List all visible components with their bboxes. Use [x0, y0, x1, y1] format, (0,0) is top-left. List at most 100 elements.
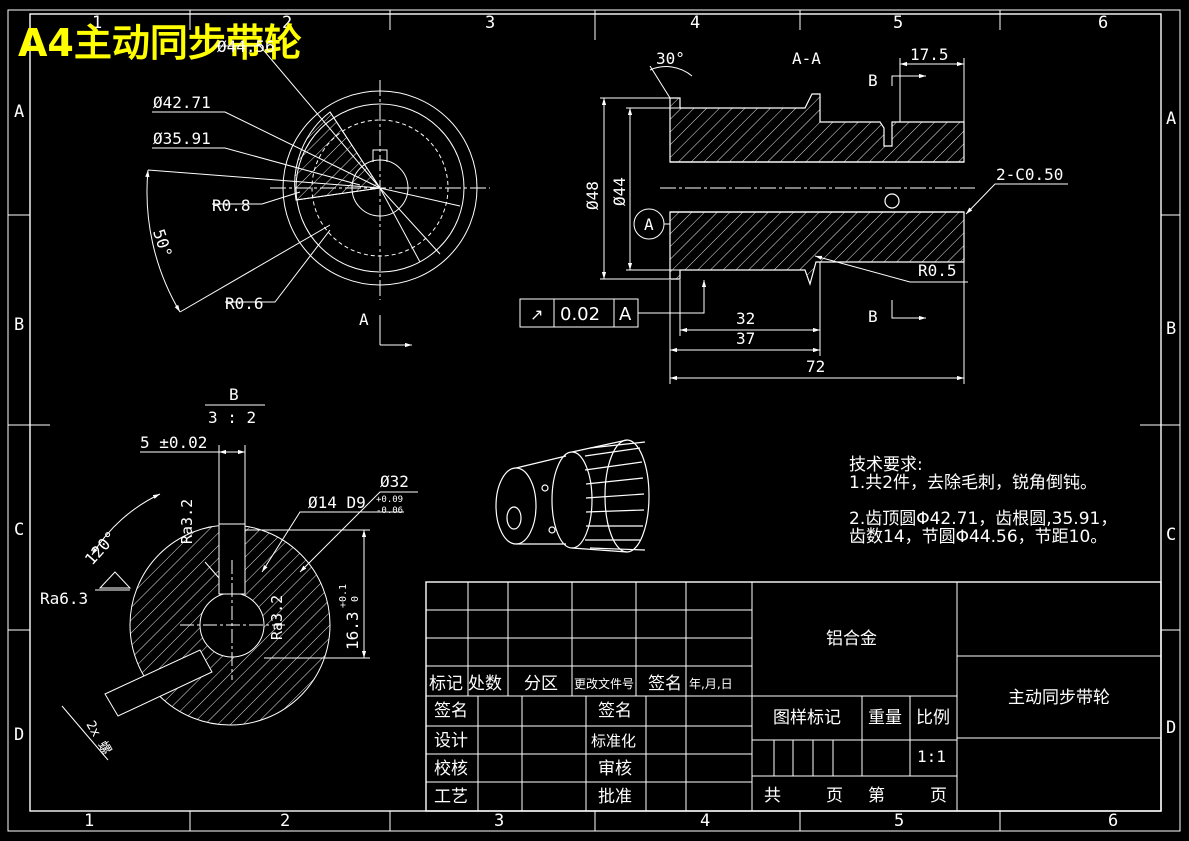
dim-72: 72 — [806, 357, 825, 376]
roughness-outer: Ra6.3 — [40, 589, 88, 608]
zone-top-2: 2 — [282, 13, 292, 33]
scale-label: 比例 — [916, 708, 950, 728]
section-b-top: B — [868, 71, 878, 90]
scale-value: 1:1 — [917, 747, 946, 766]
section-mark-a: A — [359, 310, 369, 329]
row-standard: 标准化 — [591, 732, 636, 750]
lower-section — [669, 211, 965, 286]
zone-bottom-5: 5 — [894, 811, 904, 831]
dim-tip-radius: R0.8 — [212, 196, 251, 215]
material: 铝合金 — [826, 629, 877, 649]
front-view — [145, 45, 490, 348]
section-dimensions — [519, 58, 1068, 384]
roughness-bottom: Ra3.2 — [268, 595, 286, 640]
col-sign: 签名 — [648, 674, 682, 694]
dim-pitch-diameter: Ø44.56 — [217, 37, 275, 56]
row-design: 设计 — [434, 731, 468, 751]
front-view-labels: Ø44.56 Ø42.71 Ø35.91 R0.8 R0.6 50° A — [149, 37, 369, 329]
detail-view — [61, 404, 418, 761]
section-view — [660, 93, 975, 286]
dim-tip-diameter: Ø42.71 — [153, 93, 211, 112]
row-review: 审核 — [598, 759, 632, 779]
pages-current: 第 — [868, 786, 885, 806]
zone-bottom-2: 2 — [280, 811, 290, 831]
zone-right-b: B — [1166, 319, 1176, 339]
dim-17-5: 17.5 — [910, 45, 949, 64]
zone-left-b: B — [14, 315, 24, 335]
keyway-slot — [218, 523, 246, 595]
pulley-3d-view — [495, 439, 650, 553]
detail-name: B — [229, 385, 239, 404]
section-title: A-A — [792, 49, 821, 68]
tech-line-3: 齿数14，节圆Φ44.56，节距10。 — [849, 527, 1107, 547]
col-mark: 标记 — [429, 674, 463, 694]
title-block — [425, 581, 1162, 812]
zone-bottom-4: 4 — [700, 811, 710, 831]
detail-scale: 3 : 2 — [208, 408, 256, 427]
zone-labels: 1 2 3 4 5 6 1 2 3 4 5 6 A B C D A B C D — [14, 13, 1176, 831]
depth-tol-lower: 0 — [350, 596, 361, 602]
dim-keyway-width: 5 ±0.02 — [140, 433, 207, 452]
row-process: 工艺 — [434, 787, 468, 807]
col-count: 处数 — [468, 674, 502, 694]
zone-right-d: D — [1166, 718, 1176, 738]
depth-tol-upper: +0.1 — [338, 584, 349, 608]
dim-outer-diameter: Ø48 — [583, 181, 602, 210]
zone-right-c: C — [1166, 525, 1176, 545]
bore-tol-lower: -0.06 — [376, 506, 403, 516]
row-check: 校核 — [434, 759, 468, 779]
tolerance-symbol: ↗ — [530, 305, 543, 324]
set-screw-hole — [884, 193, 900, 209]
row-sign-2: 签名 — [598, 701, 632, 721]
pages-unit-1: 页 — [826, 786, 843, 806]
dim-keyway-depth: 16.3 — [343, 611, 362, 650]
tolerance-value: 0.02 — [560, 304, 600, 325]
radius-r0-5: R0.5 — [918, 261, 957, 280]
tech-line-1: 1.共2件，去除毛刺，锐角倒钝。 — [849, 473, 1097, 493]
dim-37: 37 — [736, 329, 755, 348]
title-block-text: 铝合金 主动同步带轮 标记 处数 分区 更改文件号 签名 年,月,日 签名 设计… — [429, 629, 1110, 807]
zone-top-5: 5 — [893, 13, 903, 33]
pages-total: 共 — [764, 786, 781, 806]
dim-tooth-angle: 50° — [149, 227, 176, 260]
upper-section — [669, 93, 965, 163]
chamfer-angle: 30° — [656, 49, 685, 68]
dim-bore-fit: Ø14 D9 — [308, 493, 366, 512]
zone-bottom-1: 1 — [84, 811, 94, 831]
section-labels: A-A 30° 17.5 B B 2-C0.50 Ø48 Ø44 A R0.5 … — [530, 45, 1063, 376]
dim-root-radius: R0.6 — [225, 294, 264, 313]
bore-tol-upper: +0.09 — [376, 495, 403, 505]
zone-top-6: 6 — [1098, 13, 1108, 33]
dim-32: 32 — [736, 309, 755, 328]
tech-line-2: 2.齿顶圆Φ42.71，齿根圆,35.91， — [849, 509, 1117, 529]
datum-a: A — [644, 215, 654, 234]
chamfer-label: 2-C0.50 — [996, 165, 1063, 184]
dim-bore-diameter: Ø44 — [610, 177, 629, 206]
drawing-title: A4主动同步带轮 — [18, 21, 302, 65]
dim-root-diameter: Ø35.91 — [153, 129, 211, 148]
zone-left-a: A — [14, 102, 24, 122]
section-b-bottom: B — [868, 307, 878, 326]
col-zone: 分区 — [524, 674, 558, 694]
row-sign: 签名 — [434, 701, 468, 721]
zone-bottom-6: 6 — [1108, 811, 1118, 831]
weight-label: 重量 — [868, 708, 902, 728]
zone-top-3: 3 — [485, 13, 495, 33]
zone-left-c: C — [14, 520, 24, 540]
col-date: 年,月,日 — [689, 677, 733, 691]
zone-top-4: 4 — [690, 13, 700, 33]
detail-angle: 120° — [81, 527, 121, 568]
zone-right-a: A — [1166, 109, 1176, 129]
row-approve: 批准 — [598, 787, 632, 807]
screw-hole-count: 2x 螺 — [83, 719, 114, 758]
roughness-keyway: Ra3.2 — [178, 499, 196, 544]
zone-left-d: D — [14, 725, 24, 745]
tolerance-datum: A — [619, 304, 632, 325]
tech-requirements: 技术要求: 1.共2件，去除毛刺，锐角倒钝。 2.齿顶圆Φ42.71，齿根圆,3… — [849, 455, 1117, 547]
stage-mark: 图样标记 — [773, 708, 841, 728]
zone-top-1: 1 — [92, 13, 102, 33]
dim-hub-diameter: Ø32 — [380, 472, 409, 491]
pages-unit-2: 页 — [930, 786, 947, 806]
zone-bottom-3: 3 — [494, 811, 504, 831]
